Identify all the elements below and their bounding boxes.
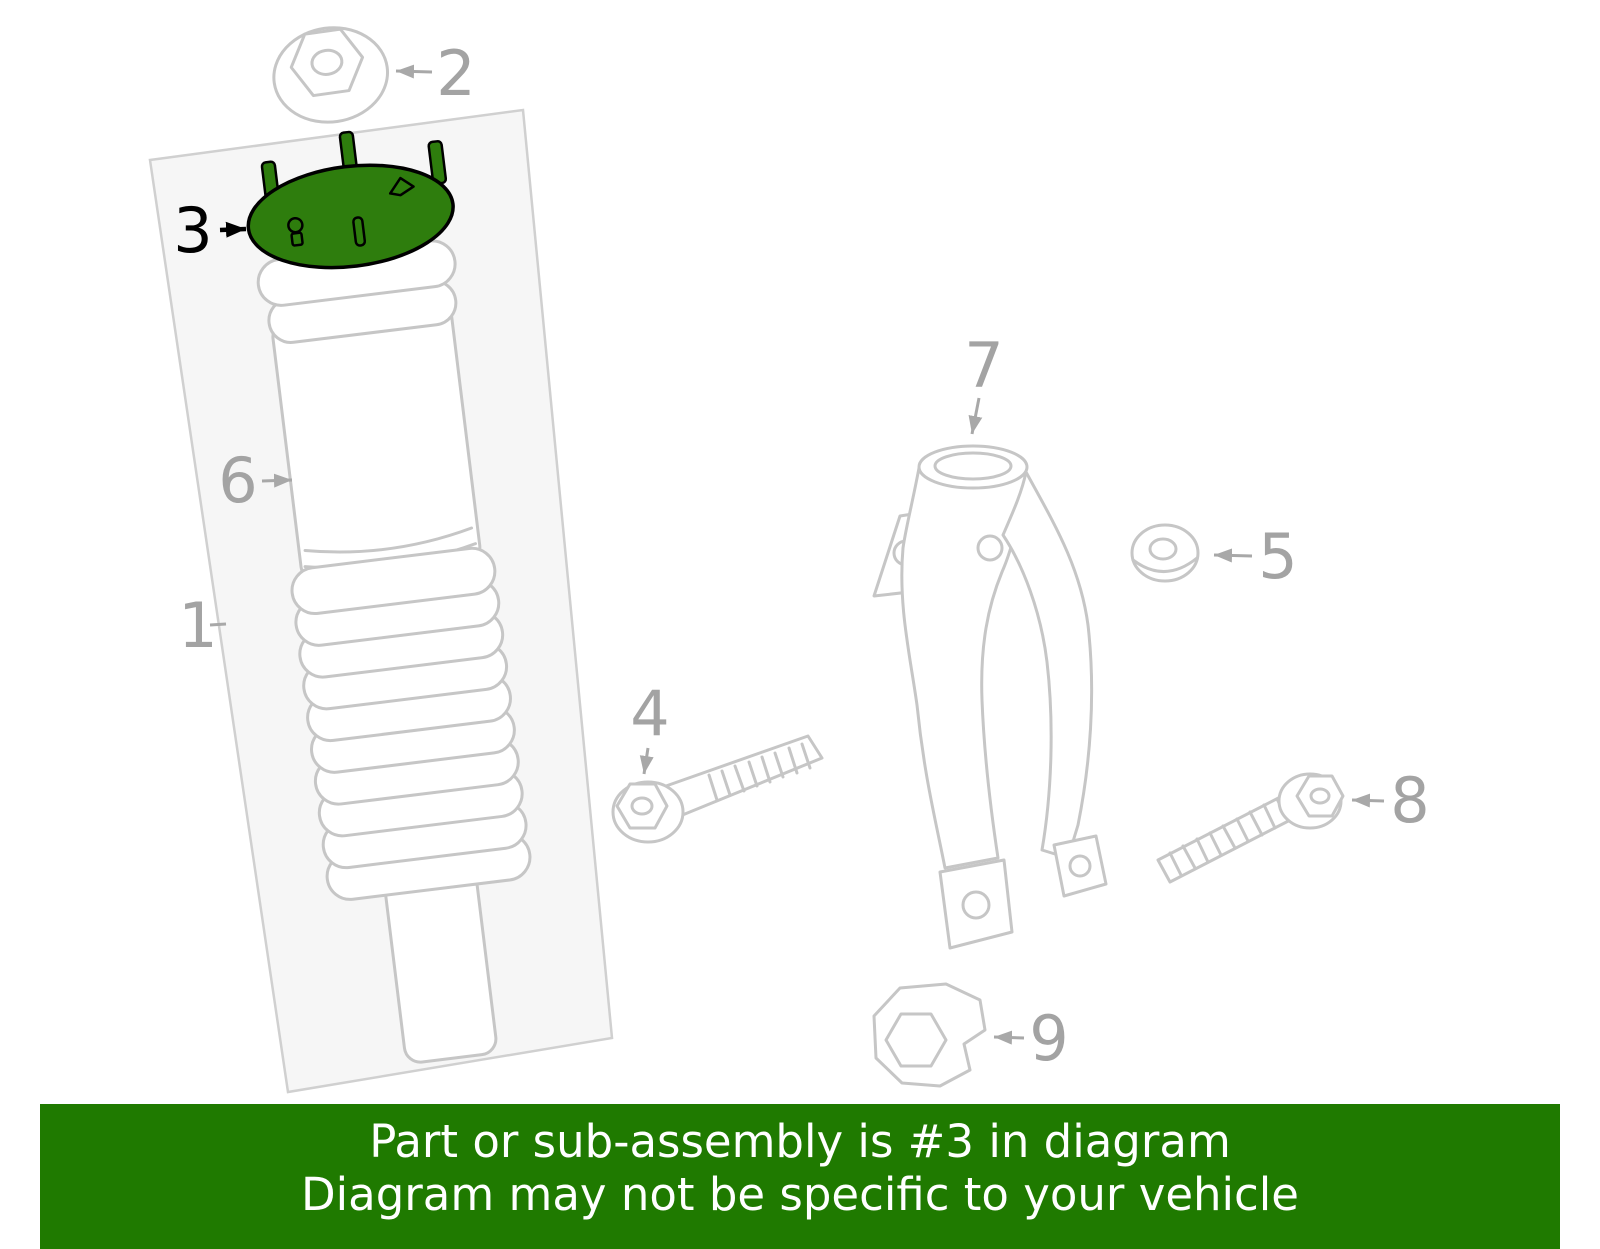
- callout-1-tick: [209, 622, 227, 627]
- callout-2-label: 2: [436, 37, 475, 110]
- callout-6-arrow: [261, 473, 293, 488]
- bolt-shaft: [664, 734, 824, 818]
- callout-6-label: 6: [218, 444, 257, 517]
- mount-nut-part-2: [272, 26, 390, 124]
- bolt-head-center: [1309, 787, 1331, 805]
- callout-8-label: 8: [1390, 764, 1429, 837]
- callout-9-label: 9: [1029, 1002, 1068, 1075]
- callout-7-arrow: [968, 397, 983, 435]
- strut-assembly-part-6: [246, 130, 532, 1064]
- bolt-head-center: [630, 796, 654, 816]
- banner-line-2: Diagram may not be specific to your vehi…: [301, 1168, 1299, 1221]
- knuckle-hole: [976, 534, 1004, 562]
- bolt-part-8: [1156, 772, 1345, 884]
- upper-mount-part-3-highlighted: [246, 130, 455, 270]
- mount-plate-tab: [290, 231, 304, 247]
- bellows-ridge: [290, 546, 497, 616]
- mount-plate-slot: [352, 216, 367, 247]
- mount-plate-clip: [388, 176, 415, 197]
- knuckle-top-bore: [933, 451, 1013, 481]
- flange-nut-part-5: [1130, 523, 1200, 583]
- bellows: [290, 546, 532, 901]
- banner-background: [40, 1104, 1560, 1249]
- callout-4-arrow: [639, 747, 654, 775]
- callout-8-arrow: [1351, 793, 1385, 808]
- callout-9-arrow: [993, 1030, 1025, 1045]
- callout-5-label: 5: [1258, 520, 1297, 593]
- knuckle-part-7: [872, 444, 1108, 950]
- mount-plate: [246, 163, 455, 270]
- callout-5-arrow: [1213, 548, 1253, 563]
- callout-3-label: 3: [173, 194, 212, 267]
- clamp-hex: [884, 1012, 948, 1068]
- knuckle-body: [900, 466, 1028, 870]
- highlight-banner: Part or sub-assembly is #3 in diagram Di…: [40, 1104, 1560, 1249]
- nut-flange: [1131, 556, 1199, 573]
- nut-bore: [310, 48, 344, 76]
- knuckle-right-foot-hole: [1068, 854, 1092, 878]
- callout-2-arrow: [395, 64, 433, 79]
- banner-line-1: Part or sub-assembly is #3 in diagram: [369, 1115, 1231, 1168]
- knuckle-arm: [1001, 470, 1094, 860]
- callouts: 1 2 3 4 5 6 7 8 9: [173, 37, 1429, 1075]
- callout-7-label: 7: [964, 329, 1003, 402]
- bolt-threads: [707, 742, 812, 802]
- clamp-nut-part-9: [872, 982, 987, 1088]
- air-spring-sleeve: [271, 301, 482, 583]
- knuckle-left-foot-hole: [961, 890, 991, 920]
- callout-4-label: 4: [630, 677, 669, 750]
- callout-3-arrow: [219, 221, 247, 238]
- bolt-part-4: [611, 734, 824, 844]
- nut-bore: [1148, 537, 1178, 561]
- sleeve-ring-line: [303, 526, 474, 554]
